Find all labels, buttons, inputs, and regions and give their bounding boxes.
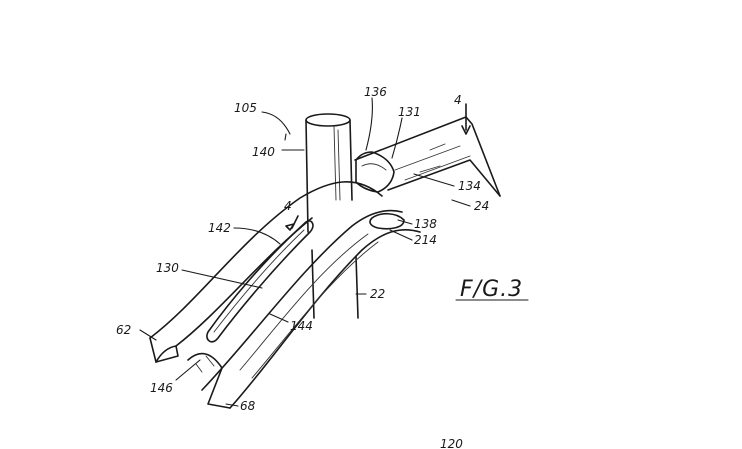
figure-caption: F/G.3: [460, 277, 523, 302]
leader-lines: [139, 97, 529, 407]
ref-24: 24: [474, 199, 489, 213]
junction-cap: [355, 151, 395, 193]
ref-4-upper: 4: [454, 93, 462, 107]
ref-22: 22: [370, 287, 385, 301]
slot: [206, 220, 314, 343]
section-marks: [285, 103, 471, 231]
ref-130: 130: [156, 261, 179, 275]
ref-105: 105: [234, 101, 257, 115]
frame-member: [149, 181, 421, 409]
ref-136: 136: [364, 85, 387, 99]
ref-142: 142: [208, 221, 231, 235]
ref-140: 140: [252, 145, 275, 159]
ref-4-lower: 4: [284, 199, 292, 213]
lower-ends: [149, 337, 231, 409]
ref-68: 68: [240, 399, 256, 413]
ref-146: 146: [150, 381, 173, 395]
ref-120: 120: [440, 437, 463, 449]
ref-131: 131: [398, 105, 421, 119]
ref-138: 138: [414, 217, 437, 231]
ref-134: 134: [458, 179, 481, 193]
small-slot: [369, 212, 405, 230]
ref-62: 62: [116, 323, 131, 337]
seat-tube: [305, 113, 359, 319]
ref-214: 214: [414, 233, 437, 247]
ref-144: 144: [290, 319, 313, 333]
